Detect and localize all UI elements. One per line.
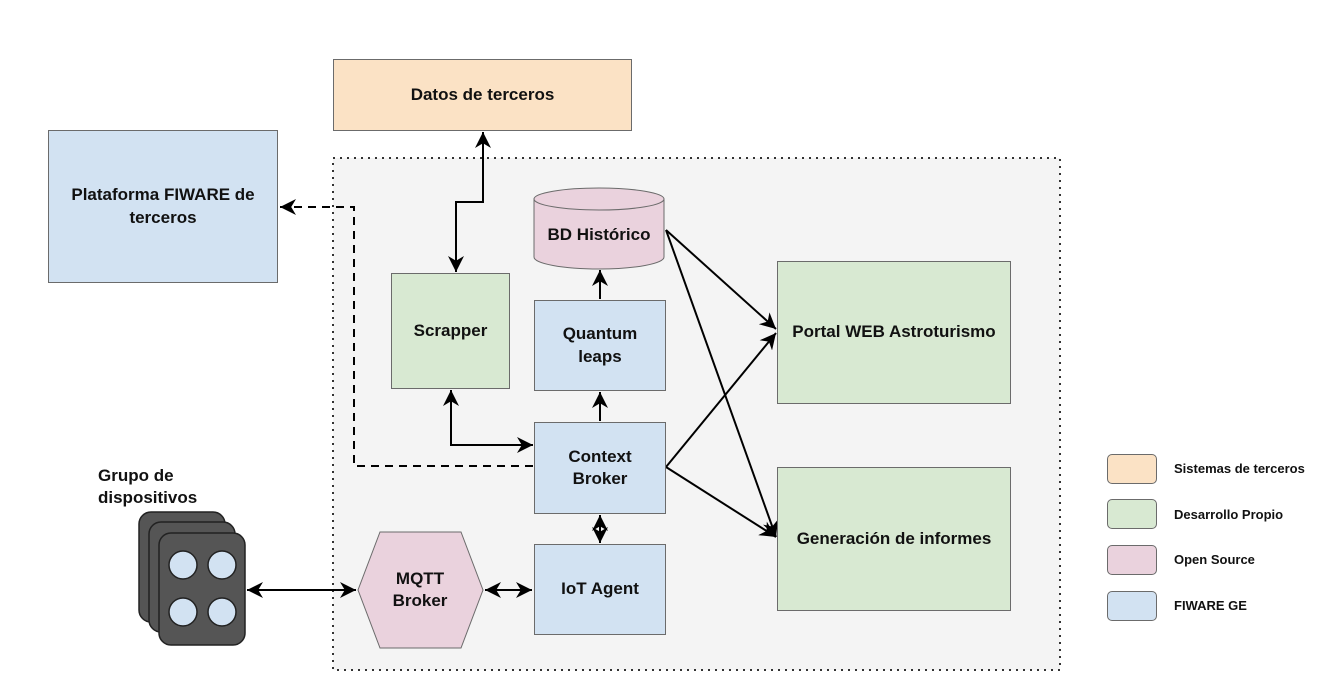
quantum-leaps-label: Quantum leaps: [562, 324, 638, 366]
scrapper-label: Scrapper: [413, 320, 488, 340]
bd-portal-connector: [665, 229, 777, 330]
legend-swatch-fiware: [1107, 591, 1157, 621]
mqtt-broker-hexagon: [357, 531, 484, 649]
legend-swatch-propio: [1107, 499, 1157, 529]
context-broker-label: Context Broker: [568, 446, 632, 488]
context-broker-box: Context Broker: [534, 422, 666, 514]
legend-label-propio: Desarrollo Propio: [1174, 507, 1284, 522]
legend-label-opensource: Open Source: [1174, 552, 1255, 567]
datos-terceros-label: Datos de terceros: [410, 84, 555, 104]
generacion-informes-box: Generación de informes: [777, 467, 1011, 611]
legend-label-fiware: FIWARE GE: [1174, 598, 1247, 613]
context-broker-scrapper-connector: [443, 390, 533, 453]
iot-agent-label: IoT Agent: [561, 579, 639, 599]
scrapper-box: Scrapper: [391, 273, 510, 389]
quantum-leaps-box: Quantum leaps: [534, 300, 666, 391]
context-informes-connector: [665, 466, 777, 538]
portal-web-box: Portal WEB Astroturismo: [777, 261, 1011, 404]
mqtt-broker-label: MQTT Broker: [392, 569, 448, 611]
generacion-informes-label: Generación de informes: [796, 528, 992, 548]
plataforma-fiware-label: Plataforma FIWARE de terceros: [71, 185, 255, 227]
device-group-icon: [138, 511, 246, 646]
iot-agent-box: IoT Agent: [534, 544, 666, 635]
context-broker-fiware-connector: [280, 199, 533, 467]
plataforma-fiware-box: Plataforma FIWARE de terceros: [48, 130, 278, 283]
legend-swatch-terceros: [1107, 454, 1157, 484]
bd-informes-connector: [665, 229, 779, 538]
context-portal-connector: [665, 332, 777, 468]
datos-scrapper-connector: [448, 132, 491, 272]
bd-historico-label: BD Histórico: [547, 225, 651, 244]
bd-historico-cylinder: [533, 187, 665, 270]
legend-label-terceros: Sistemas de terceros: [1174, 461, 1305, 476]
portal-web-label: Portal WEB Astroturismo: [792, 322, 996, 342]
grupo-dispositivos-label: Grupo de dispositivos: [98, 466, 198, 508]
datos-terceros-box: Datos de terceros: [333, 59, 632, 131]
legend-swatch-opensource: [1107, 545, 1157, 575]
